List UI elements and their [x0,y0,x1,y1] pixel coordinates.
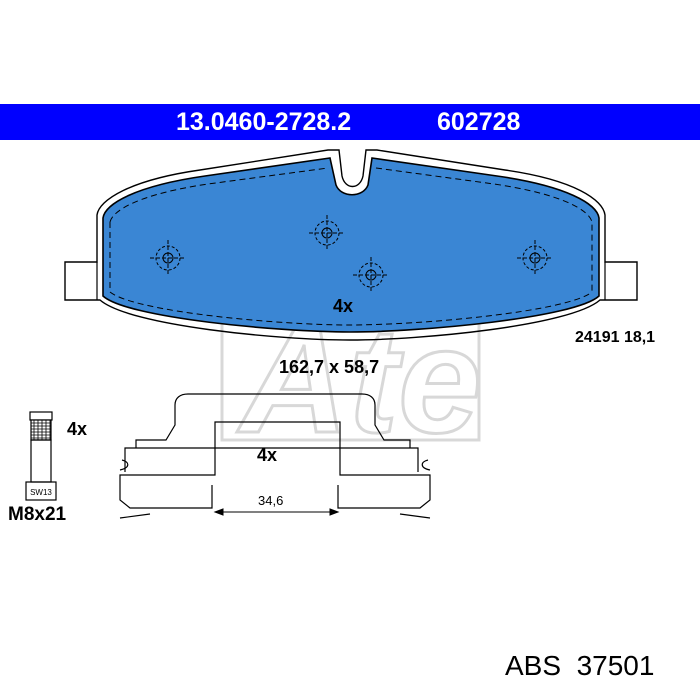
wear-indicator-line-bottom [109,222,593,326]
mounting-point-center-top [309,215,345,251]
clip-quantity: 4x [257,445,278,465]
bolt-drawing [25,411,57,501]
bolt-wrench-label: SW13 [30,488,52,497]
mounting-point-left [150,240,186,276]
backing-plate-outline [64,149,638,341]
header-bar [0,104,700,140]
reference-number: 602728 [437,108,521,136]
bolt-quantity: 4x [67,419,88,439]
friction-pad [102,157,600,333]
pad-quantity: 4x [333,296,354,316]
clip-width-dimension [213,508,340,516]
part-number: 13.0460-2728.2 [176,108,352,136]
mounting-point-right [517,240,553,276]
bolt-size: M8x21 [8,504,67,525]
wear-indicator-line [109,167,593,292]
wva-spec: 24191 18,1 [575,329,656,346]
mounting-point-center [353,257,389,293]
clip-width: 34,6 [258,493,284,508]
footer-code: ABS 37501 [505,650,655,681]
clip-drawing [119,393,431,519]
pad-dimensions: 162,7 x 58,7 [279,357,380,377]
